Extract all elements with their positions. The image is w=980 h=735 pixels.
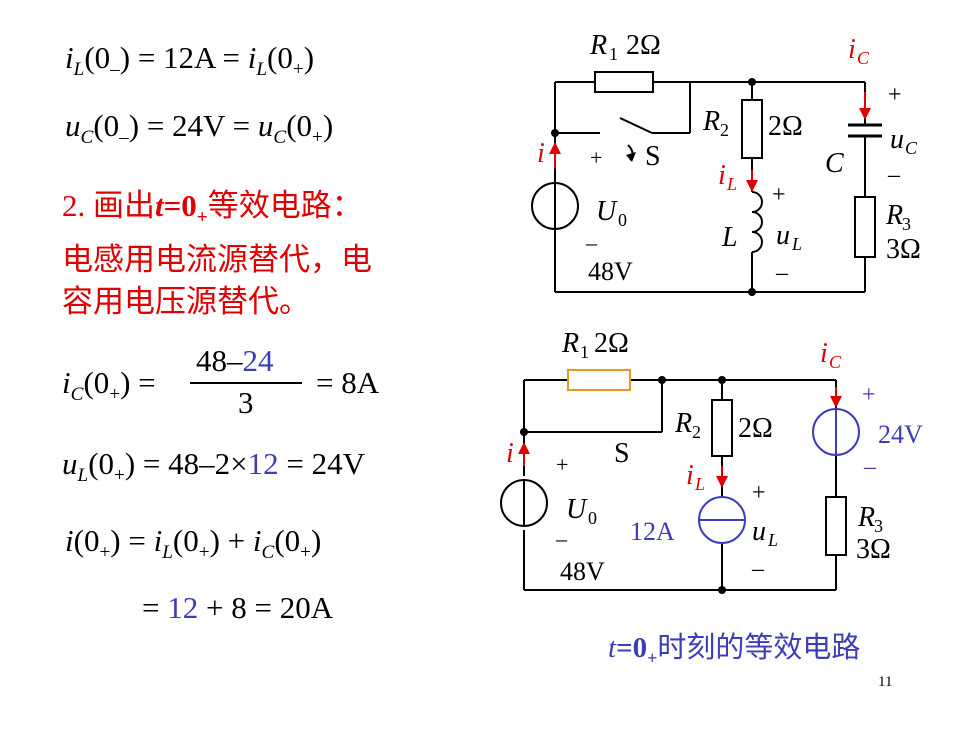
svg-text:3Ω: 3Ω xyxy=(886,234,921,265)
svg-text:–: – xyxy=(887,162,901,188)
label-u0-top: U xyxy=(596,196,618,227)
page-number: 11 xyxy=(878,674,893,690)
svg-text:2Ω: 2Ω xyxy=(594,328,629,359)
label-s-top: S xyxy=(645,141,661,172)
eq-ic-lhs: iC(0+) = xyxy=(62,365,156,406)
svg-text:2Ω: 2Ω xyxy=(768,111,803,142)
label-ul-eq: u xyxy=(752,516,766,547)
label-uc: u xyxy=(890,124,904,155)
label-s-eq: S xyxy=(614,438,630,469)
label-u0-eq: U xyxy=(566,494,588,525)
svg-text:+: + xyxy=(862,382,876,408)
svg-text:–: – xyxy=(863,454,877,480)
svg-text:2: 2 xyxy=(692,422,701,442)
svg-text:L: L xyxy=(791,234,802,254)
eq-i0: i(0+) = iL(0+) + iC(0+) xyxy=(65,523,322,564)
svg-text:+: + xyxy=(590,145,602,170)
step-2-instructions: 2. 画出t=0+等效电路： 电感用电流源替代，电 容用电压源替代。 xyxy=(62,188,372,320)
svg-text:3: 3 xyxy=(902,214,911,234)
r1-resistor xyxy=(594,71,654,93)
svg-text:2Ω: 2Ω xyxy=(738,413,773,444)
label-48v-top: 48V xyxy=(588,257,633,286)
eq-i0-result: = 12 + 8 = 20A xyxy=(142,590,334,625)
svg-text:–: – xyxy=(751,556,765,582)
svg-text:2: 2 xyxy=(720,120,729,140)
svg-text:+: + xyxy=(752,480,766,506)
eq-ic-denominator: 3 xyxy=(238,385,254,420)
circuit-caption: t=0+时刻的等效电路 xyxy=(608,632,861,668)
r2-resistor-eq xyxy=(711,399,733,457)
label-ul-top: u xyxy=(776,220,790,251)
label-il-top: i xyxy=(718,160,726,191)
label-il-eq: i xyxy=(686,460,694,491)
label-48v-eq: 48V xyxy=(560,557,605,586)
r1-resistor-eq xyxy=(567,369,631,391)
svg-text:1: 1 xyxy=(609,44,618,64)
svg-text:2Ω: 2Ω xyxy=(626,30,661,61)
svg-text:0: 0 xyxy=(588,508,597,528)
svg-text:1: 1 xyxy=(580,342,589,362)
label-r3-top: R xyxy=(885,200,903,231)
svg-text:+: + xyxy=(556,452,568,477)
svg-text:C: C xyxy=(857,48,870,68)
svg-text:–: – xyxy=(775,260,789,286)
svg-text:3: 3 xyxy=(874,516,883,536)
label-i-eq: i xyxy=(506,438,514,469)
label-r3-eq: R xyxy=(857,502,875,533)
label-c: C xyxy=(825,148,844,179)
svg-text:–: – xyxy=(585,230,598,255)
fraction-bar xyxy=(190,382,302,384)
svg-text:0: 0 xyxy=(618,210,627,230)
svg-text:C: C xyxy=(829,352,842,372)
label-r1-eq: R xyxy=(561,328,579,359)
r3-resistor-eq xyxy=(825,496,847,556)
eq-ul: uL(0+) = 48–2×12 = 24V xyxy=(62,446,366,487)
svg-text:L: L xyxy=(726,174,737,194)
eq-ic-result: = 8A xyxy=(316,365,380,400)
svg-text:–: – xyxy=(555,526,568,551)
label-ic-top: i xyxy=(848,34,856,65)
svg-text:+: + xyxy=(888,82,902,108)
svg-text:3Ω: 3Ω xyxy=(856,534,891,565)
label-12a: 12A xyxy=(630,517,675,546)
svg-text:C: C xyxy=(905,138,918,158)
label-r2: R xyxy=(702,106,720,137)
svg-text:L: L xyxy=(767,530,778,550)
eq-ic-numerator: 48–24 xyxy=(196,343,274,378)
svg-text:+: + xyxy=(772,182,786,208)
label-ic-eq: i xyxy=(820,338,828,369)
svg-text:L: L xyxy=(694,474,705,494)
eq-il-initial: iL(0–) = 12A = iL(0+) xyxy=(65,40,315,81)
label-r1: R xyxy=(589,30,607,61)
inductor xyxy=(751,191,763,253)
label-l: L xyxy=(721,222,738,253)
label-24v: 24V xyxy=(878,420,923,449)
eq-uc-initial: uC(0–) = 24V = uC(0+) xyxy=(65,108,334,149)
label-i-top: i xyxy=(537,138,545,169)
label-r2-eq: R xyxy=(674,408,692,439)
